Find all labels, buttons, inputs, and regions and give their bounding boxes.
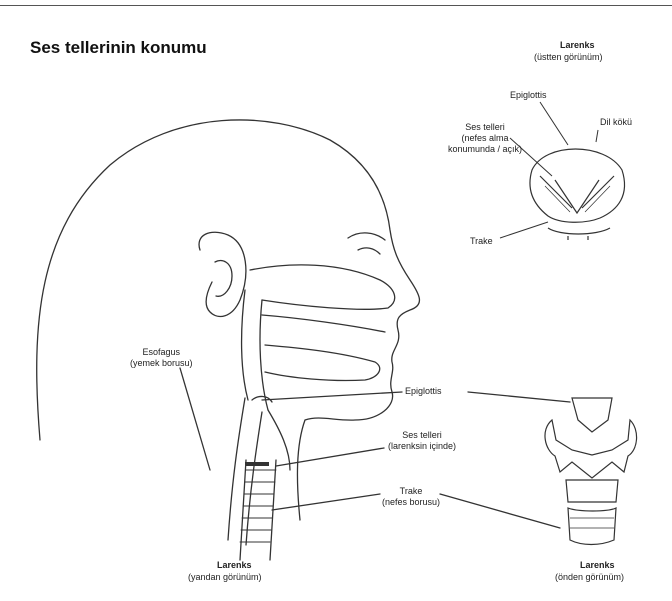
larynx-front-view [545, 398, 637, 545]
side-view-caption-title: Larenks [217, 560, 252, 571]
head-outline [37, 120, 420, 520]
pharynx-wall [242, 290, 268, 410]
leader-trachea [272, 494, 380, 510]
label-epiglottis-side: Epiglottis [405, 386, 442, 397]
leader-epiglottis-front [468, 392, 570, 402]
label-esophagus: Esofagus (yemek borusu) [130, 347, 193, 369]
leader-epiglottis [262, 392, 402, 400]
leader-tongue-root [596, 130, 598, 142]
leader-top-trachea [500, 222, 548, 238]
leader-trachea-front [440, 494, 560, 528]
label-epiglottis-top: Epiglottis [510, 90, 547, 101]
oral-cavity [262, 315, 385, 381]
label-vocal-cords-top: Ses telleri (nefes alma konumunda / açık… [448, 122, 522, 155]
brow-line [348, 233, 385, 240]
front-view-caption-title: Larenks [580, 560, 615, 571]
top-view-heading: Larenks [560, 40, 595, 51]
vocal-cord-marker [245, 462, 269, 466]
nasal-cavity [250, 265, 395, 309]
side-view-caption-sub: (yandan görünüm) [188, 572, 262, 583]
label-trachea-side: Trake (nefes borusu) [382, 486, 440, 508]
ear-shape [199, 232, 246, 316]
leader-top-epiglottis [540, 102, 568, 145]
eye-line [358, 248, 380, 254]
throat-front [268, 410, 290, 470]
label-tongue-root: Dil kökü [600, 117, 632, 128]
top-view-subheading: (üstten görünüm) [534, 52, 603, 63]
leader-vocal-cords [276, 448, 384, 466]
larynx-top-view [530, 149, 625, 240]
front-view-caption-sub: (önden görünüm) [555, 572, 624, 583]
label-trachea-top: Trake [470, 236, 493, 247]
label-vocal-cords-side: Ses telleri (larenksin içinde) [388, 430, 456, 452]
leader-esophagus [180, 368, 210, 470]
